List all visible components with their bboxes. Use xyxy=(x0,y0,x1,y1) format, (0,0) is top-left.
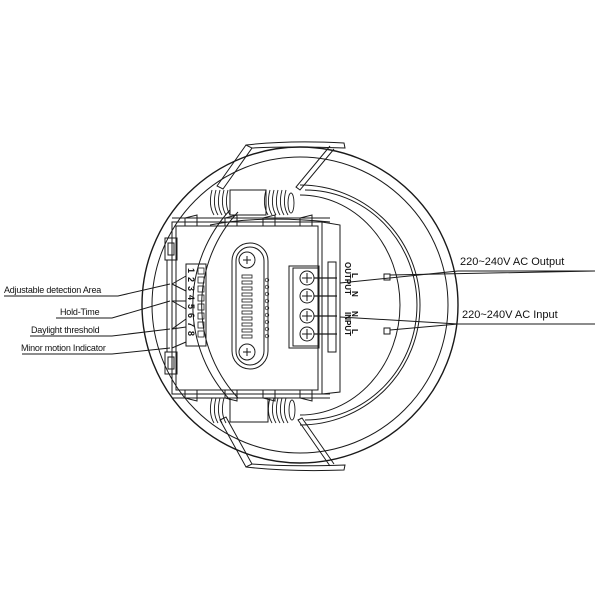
dip-number: 3 xyxy=(186,286,196,291)
bottom-spring-clip xyxy=(172,393,346,472)
pin-label: N xyxy=(350,311,359,317)
dip-number: 2 xyxy=(186,277,196,282)
label-ac-output: 220~240V AC Output xyxy=(460,256,565,268)
dip-number: 7 xyxy=(186,322,196,327)
dip-number: 1 xyxy=(186,268,196,273)
output-group-label: OUTPUT xyxy=(343,262,352,295)
label-minor-motion-indicator: Minor motion Indicator xyxy=(21,343,106,353)
pin-label: L xyxy=(350,273,359,278)
lens-strip xyxy=(231,242,270,370)
input-group-label: INPUT xyxy=(343,312,352,336)
dip-number: 5 xyxy=(186,304,196,309)
right-leader-lines xyxy=(339,270,596,331)
left-leader-lines xyxy=(4,275,187,355)
dip-switch xyxy=(185,263,207,347)
pin-label: L xyxy=(350,329,359,334)
dip-number: 6 xyxy=(186,313,196,318)
top-spring-clip xyxy=(172,141,346,226)
label-ac-input: 220~240V AC Input xyxy=(462,309,558,321)
terminal-block xyxy=(288,261,391,353)
dip-number: 8 xyxy=(186,331,196,336)
dip-number: 4 xyxy=(186,295,196,300)
label-adjustable-detection-area: Adjustable detection Area xyxy=(4,285,102,295)
label-hold-time: Hold-Time xyxy=(60,307,100,317)
label-daylight-threshold: Daylight threshold xyxy=(31,325,100,335)
pin-label: N xyxy=(350,291,359,297)
inner-housing-ring xyxy=(151,156,449,454)
